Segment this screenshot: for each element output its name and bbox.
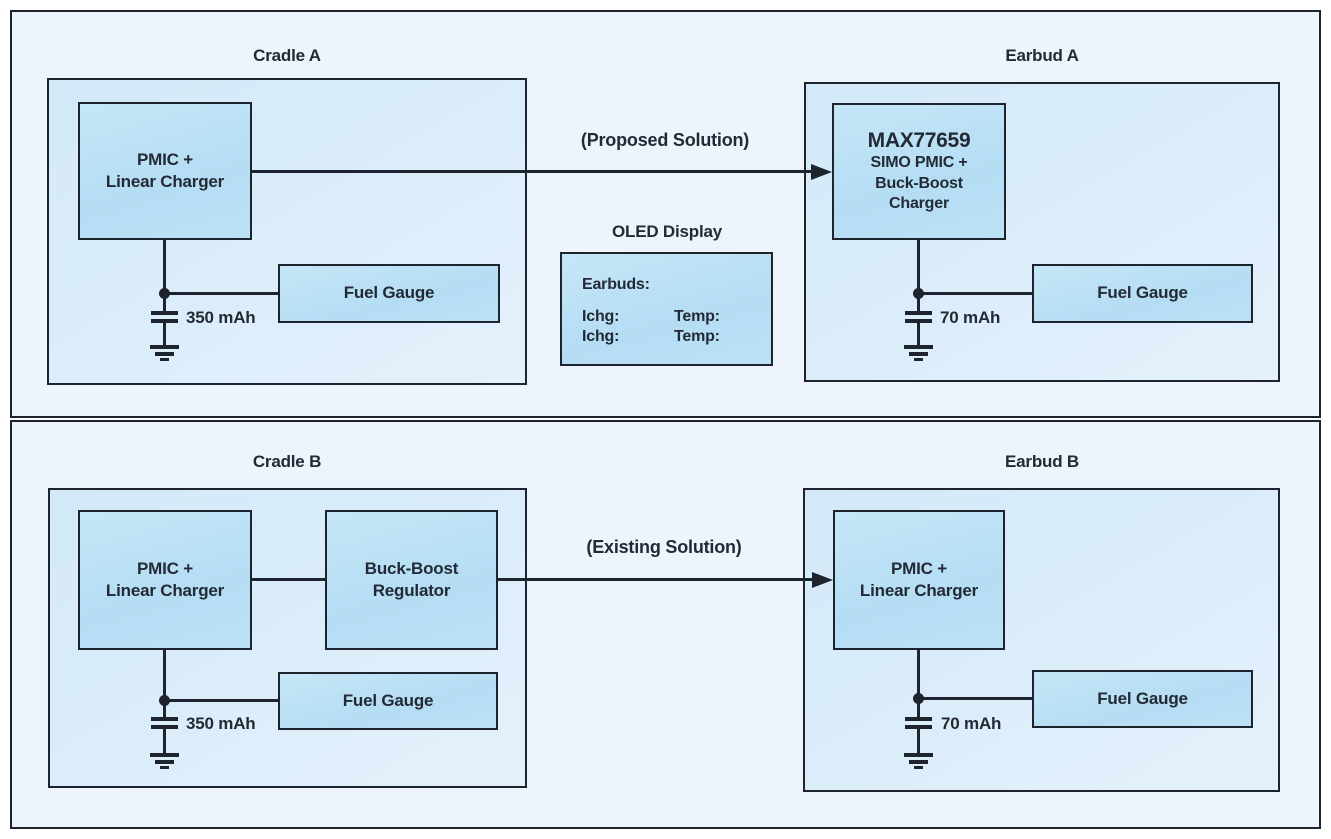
cradle-a-battery-plate-top: [151, 311, 178, 315]
earbud-a-ground-wire: [917, 323, 920, 347]
oled-display-title: OLED Display: [611, 222, 723, 241]
cradle-a-junction-dot: [159, 288, 170, 299]
earbud-a-battery-plate-top: [905, 311, 932, 315]
earbud-b-ground-icon: [904, 753, 933, 757]
earbud-b-battery-capacity-label: 70 mAh: [941, 714, 1002, 733]
earbud-a-ground-bar3: [914, 358, 923, 361]
earbud-b-pmic-box: PMIC + Linear Charger: [833, 510, 1005, 650]
cradle-b-ground-wire: [163, 729, 166, 755]
earbud-b-title: Earbud B: [1005, 452, 1079, 471]
earbud-a-battery-wire: [917, 239, 920, 313]
proposed-solution-label: (Proposed Solution): [580, 130, 750, 150]
earbud-b-fuel-gauge-label: Fuel Gauge: [1097, 688, 1188, 708]
earbud-b-fuel-gauge-box: Fuel Gauge: [1032, 670, 1253, 728]
earbud-a-fuel-gauge-wire: [918, 292, 1032, 295]
cradle-b-fuel-gauge-box: Fuel Gauge: [278, 672, 498, 730]
oled-temp-label-2: Temp:: [674, 328, 720, 345]
earbud-a-fuel-gauge-label: Fuel Gauge: [1097, 283, 1188, 303]
cradle-b-pmic-label: PMIC + Linear Charger: [105, 558, 225, 600]
earbud-a-junction-dot: [913, 288, 924, 299]
cradle-b-pmic-box: PMIC + Linear Charger: [78, 510, 252, 650]
cradle-b-ground-bar2: [155, 760, 174, 764]
cradle-b-buck-boost-label: Buck-Boost Regulator: [364, 558, 459, 600]
cradle-a-title: Cradle A: [253, 46, 321, 65]
earbud-a-battery-capacity-label: 70 mAh: [940, 308, 1001, 327]
earbud-a-chip-name: MAX77659: [867, 128, 971, 152]
earbud-a-fuel-gauge-box: Fuel Gauge: [1032, 264, 1253, 323]
cradle-b-pmic-to-buckboost-wire: [252, 578, 325, 581]
cradle-a-ground-wire: [163, 323, 166, 347]
cradle-b-fuel-gauge-label: Fuel Gauge: [342, 690, 434, 710]
earbud-a-ground-bar2: [909, 352, 928, 356]
cradle-b-battery-capacity-label: 350 mAh: [186, 714, 256, 733]
earbud-b-fuel-gauge-wire: [919, 697, 1032, 700]
oled-ichg-label-1: Ichg:: [582, 308, 620, 325]
cradle-a-pmic-box: PMIC + Linear Charger: [78, 102, 252, 240]
cradle-b-battery-wire: [163, 648, 166, 719]
cradle-b-junction-dot: [159, 695, 170, 706]
cradle-b-battery-plate-bottom: [151, 725, 178, 729]
oled-temp-label-1: Temp:: [674, 308, 720, 325]
earbud-b-ground-wire: [917, 729, 920, 755]
cradle-b-fuel-gauge-wire: [164, 699, 278, 702]
oled-earbuds-label: Earbuds:: [582, 276, 650, 293]
earbud-a-simo-pmic-box: MAX77659 SIMO PMIC + Buck-Boost Charger: [832, 103, 1006, 240]
earbud-a-battery-plate-bottom: [905, 319, 932, 323]
earbud-b-battery-wire: [917, 648, 920, 719]
existing-solution-wire: [498, 578, 813, 581]
cradle-a-ground-bar3: [160, 358, 169, 361]
existing-solution-label: (Existing Solution): [586, 537, 742, 557]
cradle-a-fuel-gauge-wire: [164, 292, 278, 295]
cradle-a-ground-icon: [150, 345, 179, 349]
earbud-b-battery-plate-bottom: [905, 725, 932, 729]
cradle-b-battery-plate-top: [151, 717, 178, 721]
cradle-b-buck-boost-box: Buck-Boost Regulator: [325, 510, 498, 650]
oled-display-box: [560, 252, 773, 366]
earbud-a-chip-description: SIMO PMIC + Buck-Boost Charger: [870, 153, 968, 213]
earbud-a-title: Earbud A: [1005, 46, 1079, 65]
existing-solution-arrowhead-icon: [812, 572, 833, 588]
earbud-a-ground-icon: [904, 345, 933, 349]
oled-ichg-label-2: Ichg:: [582, 328, 620, 345]
cradle-a-pmic-label: PMIC + Linear Charger: [105, 149, 225, 191]
cradle-a-battery-wire: [163, 239, 166, 313]
proposed-solution-arrowhead-icon: [811, 164, 832, 180]
cradle-a-fuel-gauge-label: Fuel Gauge: [343, 283, 435, 303]
cradle-b-title: Cradle B: [252, 452, 322, 471]
cradle-b-ground-bar3: [160, 766, 169, 769]
earbud-b-ground-bar2: [909, 760, 928, 764]
cradle-b-ground-icon: [150, 753, 179, 757]
cradle-a-fuel-gauge-box: Fuel Gauge: [278, 264, 500, 323]
earbud-b-junction-dot: [913, 693, 924, 704]
earbud-b-battery-plate-top: [905, 717, 932, 721]
cradle-a-ground-bar2: [155, 352, 174, 356]
cradle-a-battery-plate-bottom: [151, 319, 178, 323]
cradle-a-battery-capacity-label: 350 mAh: [186, 308, 256, 327]
proposed-solution-wire: [252, 170, 812, 173]
earbud-b-ground-bar3: [914, 766, 923, 769]
earbud-b-pmic-label: PMIC + Linear Charger: [859, 558, 979, 600]
